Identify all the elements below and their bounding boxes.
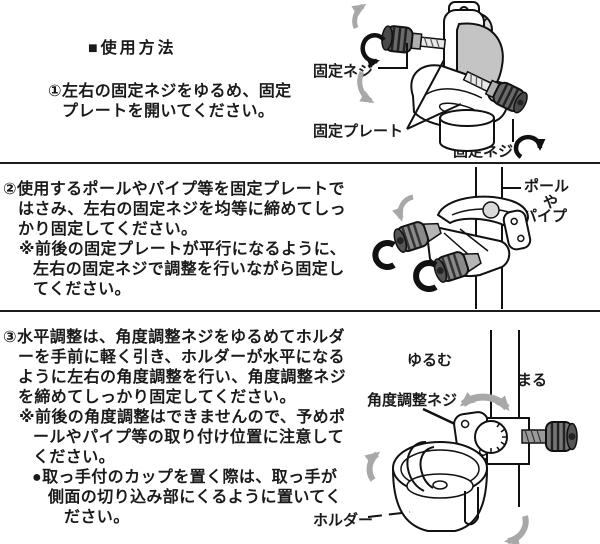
tighten-arrow-icon bbox=[372, 240, 396, 270]
rotate-arrow-icon bbox=[357, 70, 375, 104]
instruction-line: プレートを開いてください。 bbox=[62, 103, 275, 120]
instruction-line: ※前後の角度調整はできませんので、予めポ bbox=[19, 409, 346, 426]
page-title: ■使用方法 bbox=[88, 40, 177, 57]
callout-holder: ホルダー bbox=[313, 512, 374, 529]
fixing-screw-left-icon bbox=[381, 25, 447, 54]
instruction-line: を締めてしっかり固定してください。 bbox=[18, 389, 296, 406]
callout-pole: ポール bbox=[524, 178, 570, 195]
instruction-line: ださい。 bbox=[64, 509, 130, 526]
loosen-arrow-icon bbox=[513, 134, 546, 159]
callout-line bbox=[378, 43, 408, 69]
instruction-line: ールやパイプ等の取り付け位置に注意して bbox=[33, 429, 345, 446]
swing-arrow-icon bbox=[504, 515, 529, 544]
instruction-line: ※前後の固定プレートが平行になるように、 bbox=[19, 241, 347, 258]
instruction-line: ③水平調整は、角度調整ネジをゆるめてホルダ bbox=[3, 329, 345, 346]
instruction-line: 左右の固定ネジで調整を行いながら固定し bbox=[33, 261, 345, 278]
section-divider bbox=[0, 310, 600, 312]
instruction-line: てください。 bbox=[33, 281, 131, 298]
rotate-arrow-icon bbox=[392, 194, 414, 222]
instruction-line: ください。 bbox=[33, 449, 116, 466]
instruction-line: ●取っ手付のカップを置く際は、取っ手が bbox=[32, 469, 338, 486]
holder-icon bbox=[391, 440, 489, 532]
callout-line bbox=[367, 511, 411, 518]
callout-fixing-plate: 固定プレート bbox=[313, 123, 404, 140]
section-divider bbox=[0, 162, 600, 164]
loosen-tighten-arrow-icon bbox=[459, 392, 510, 412]
callout-angle-screw: 角度調整ネジ bbox=[367, 392, 458, 409]
fixing-screw-icon bbox=[393, 221, 442, 253]
swing-arrow-icon bbox=[364, 451, 381, 482]
step2-clamp-on-pole-illustration bbox=[372, 167, 532, 309]
fixing-screw-right-icon bbox=[462, 70, 528, 114]
instruction-line: 側面の切り込み部にくるように置いてく bbox=[48, 489, 342, 506]
fixing-screw-icon bbox=[433, 251, 482, 283]
instruction-line: ーを手前に軽く引き、ホルダーが水平になる bbox=[18, 349, 345, 366]
instruction-line: ように左右の角度調整を行い、角度調整ネジ bbox=[18, 369, 347, 386]
tighten-arrow-icon bbox=[413, 260, 438, 292]
instruction-line: はさみ、左右の固定ネジを均等に締めてしっ bbox=[18, 201, 347, 218]
rotate-arrow-icon bbox=[351, 3, 367, 29]
callout-pipe: パイプ bbox=[522, 208, 568, 225]
callout-line bbox=[406, 59, 462, 130]
callout-pole-ya: や bbox=[543, 194, 559, 211]
instruction-line: かり固定してください。 bbox=[18, 221, 198, 238]
step3-holder-illustration bbox=[364, 330, 578, 544]
callout-loosen: ゆるむ bbox=[407, 352, 453, 369]
angle-adjust-screw-icon bbox=[474, 420, 508, 454]
instruction-line: ①左右の固定ネジをゆるめ、固定 bbox=[48, 83, 292, 100]
instruction-line: ②使用するポールやパイプ等を固定プレートで bbox=[3, 181, 345, 198]
loosen-arrow-icon bbox=[360, 33, 386, 69]
step1-clamp-illustration bbox=[351, 1, 546, 159]
